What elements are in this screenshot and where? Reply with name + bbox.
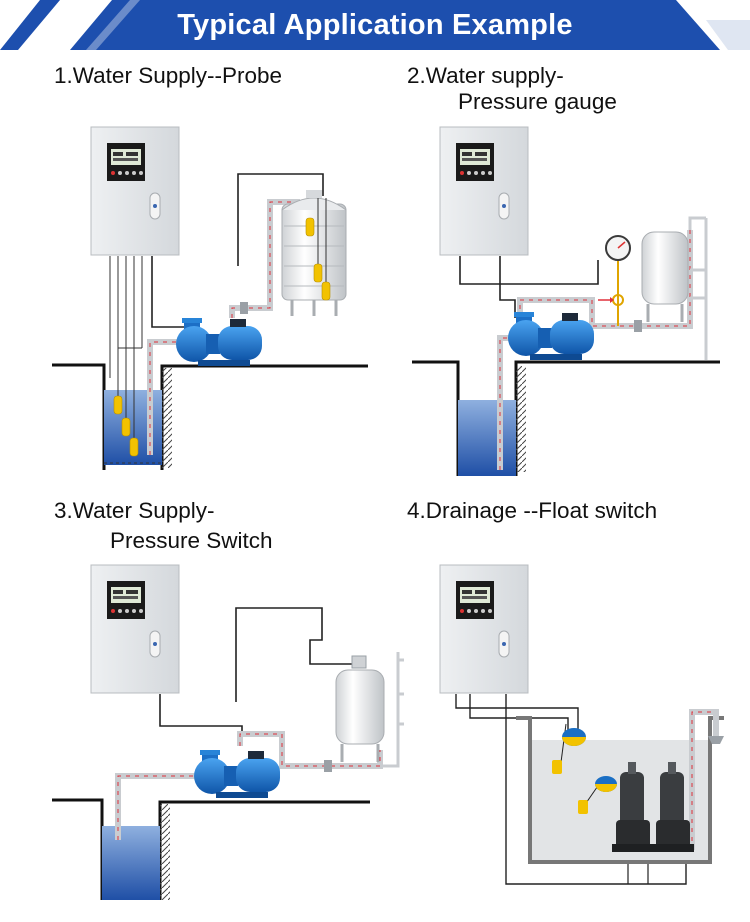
control-cabinet-icon	[90, 126, 180, 256]
submersible-pump-icon	[652, 762, 694, 852]
pump-icon	[508, 312, 594, 360]
pressure-gauge-icon	[598, 235, 631, 326]
water-tank-icon	[281, 190, 347, 316]
diagram-drainage-float-switch	[439, 564, 724, 885]
section-2-title-line2: Pressure gauge	[458, 89, 617, 114]
diagram-water-supply-pressure-switch	[52, 564, 404, 900]
diagram-water-supply-probe	[52, 126, 368, 470]
pump-icon	[176, 318, 262, 366]
section-3-title-line2: Pressure Switch	[110, 528, 273, 553]
header-banner: Typical Application Example	[0, 0, 750, 50]
pump-icon	[194, 750, 280, 798]
control-cabinet-icon	[439, 126, 529, 256]
banner-shape	[0, 0, 750, 50]
pressure-tank-icon	[335, 655, 385, 762]
float-icon	[113, 395, 123, 415]
section-1-title: 1.Water Supply--Probe	[54, 63, 283, 88]
ball-float-icon	[578, 776, 617, 814]
section-3-title-line1: 3.Water Supply-	[54, 498, 215, 523]
diagram-water-supply-pressure-gauge	[412, 126, 720, 476]
page-title: Typical Application Example	[177, 9, 573, 41]
control-cabinet-icon	[439, 564, 529, 694]
pressure-tank-icon	[641, 231, 689, 322]
ball-float-icon	[552, 723, 586, 774]
section-2-title-line1: 2.Water supply-	[407, 63, 564, 88]
submersible-pump-icon	[612, 762, 654, 852]
section-4-title: 4.Drainage --Float switch	[407, 498, 658, 523]
control-cabinet-icon	[90, 564, 180, 694]
